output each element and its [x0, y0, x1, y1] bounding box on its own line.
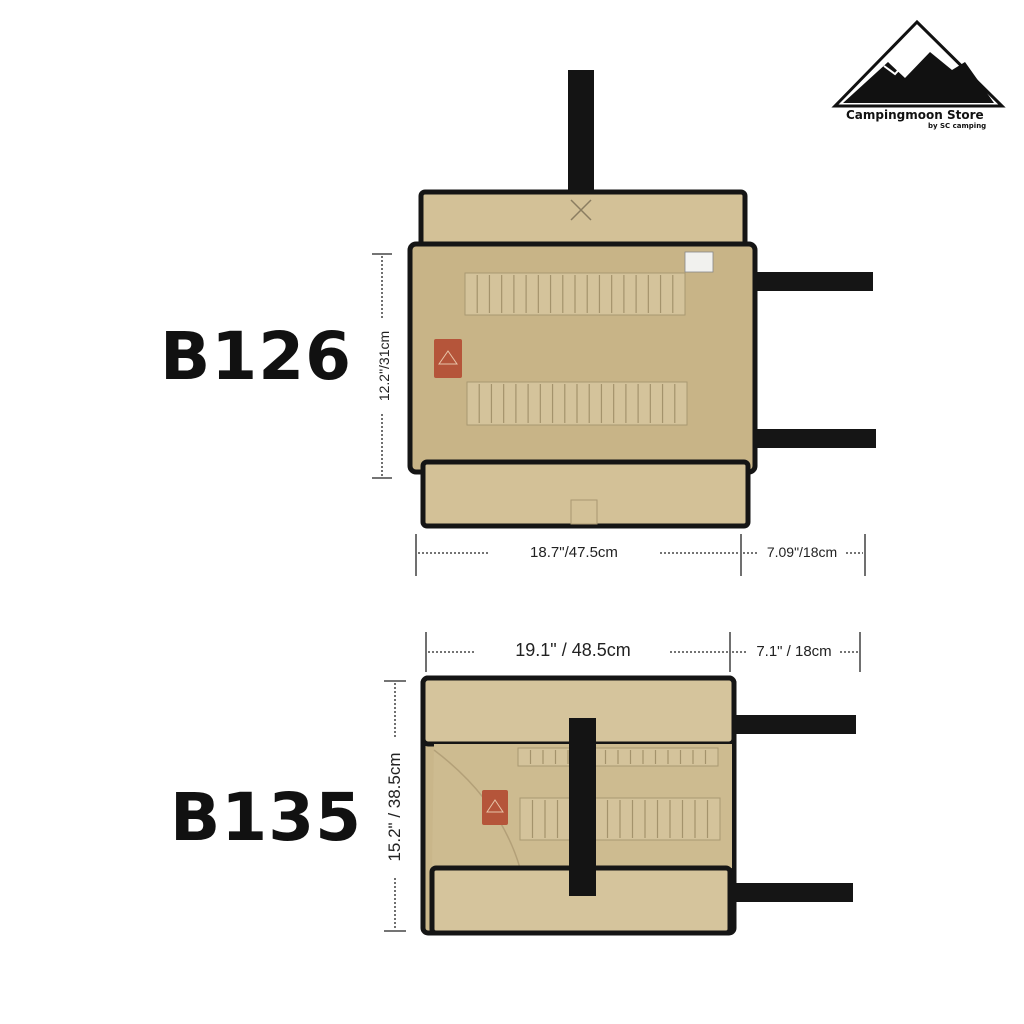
b126-stitch-x	[570, 199, 592, 221]
b126-bag	[407, 70, 876, 529]
b135-flap-label: 7.1" / 18cm	[756, 643, 832, 660]
b135-strap-lower	[728, 883, 853, 902]
mountain-logo-icon	[831, 19, 1006, 108]
b126-flap-label: 7.09"/18cm	[766, 544, 838, 560]
b135-center-strap	[569, 718, 596, 896]
b135-height-label: 15.2" / 38.5cm	[385, 752, 404, 862]
b126-care-tag	[684, 251, 714, 273]
b126-strap-lower	[752, 429, 876, 448]
brand-name: Campingmoon Store	[846, 108, 984, 122]
b135-strap-upper	[730, 715, 856, 734]
b126-dimension-lines	[372, 253, 866, 576]
b126-leather-patch	[434, 339, 462, 378]
b126-height-label: 12.2"/31cm	[376, 330, 392, 402]
b126-patch-logo	[438, 350, 458, 365]
b135-bag	[420, 675, 856, 936]
model-label-b135: B135	[170, 779, 363, 856]
b135-leather-patch	[482, 790, 508, 825]
b126-width-label: 18.7"/47.5cm	[530, 544, 618, 561]
b135-width-label: 19.1" / 48.5cm	[515, 640, 631, 660]
b135-patch-logo	[486, 799, 504, 813]
brand-tagline: by SC camping	[928, 122, 987, 130]
b135-dimension-lines	[384, 632, 861, 932]
b126-strap-upper	[752, 272, 873, 291]
b126-bottom-tab	[570, 499, 598, 525]
b126-bottom-flap	[420, 459, 751, 529]
b126-top-strap	[568, 70, 594, 200]
model-label-b126: B126	[160, 318, 353, 395]
